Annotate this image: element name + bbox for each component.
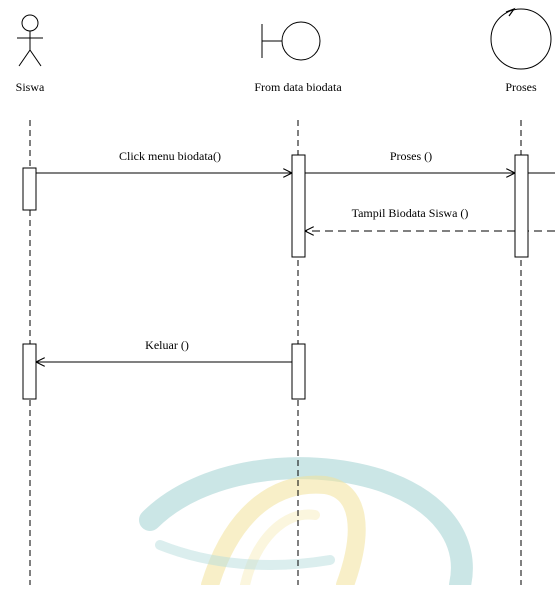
message-label-click-menu: Click menu biodata() xyxy=(119,149,221,163)
message-label-tampil: Tampil Biodata Siswa () xyxy=(352,206,469,220)
boundary-form-icon xyxy=(261,21,321,61)
activation-form-1 xyxy=(291,154,306,258)
participant-label-siswa: Siswa xyxy=(16,80,45,94)
activation-siswa-1 xyxy=(22,167,37,211)
watermark-logo xyxy=(139,457,473,590)
message-label-proses: Proses () xyxy=(390,149,432,163)
actor-siswa-icon xyxy=(17,14,43,67)
participant-label-proses: Proses xyxy=(505,80,537,94)
control-proses-icon xyxy=(490,7,552,70)
participant-label-form: From data biodata xyxy=(254,80,342,94)
activation-siswa-2 xyxy=(22,343,37,400)
activation-form-2 xyxy=(291,343,306,400)
activation-proses-1 xyxy=(514,154,529,258)
message-label-keluar: Keluar () xyxy=(145,338,189,352)
